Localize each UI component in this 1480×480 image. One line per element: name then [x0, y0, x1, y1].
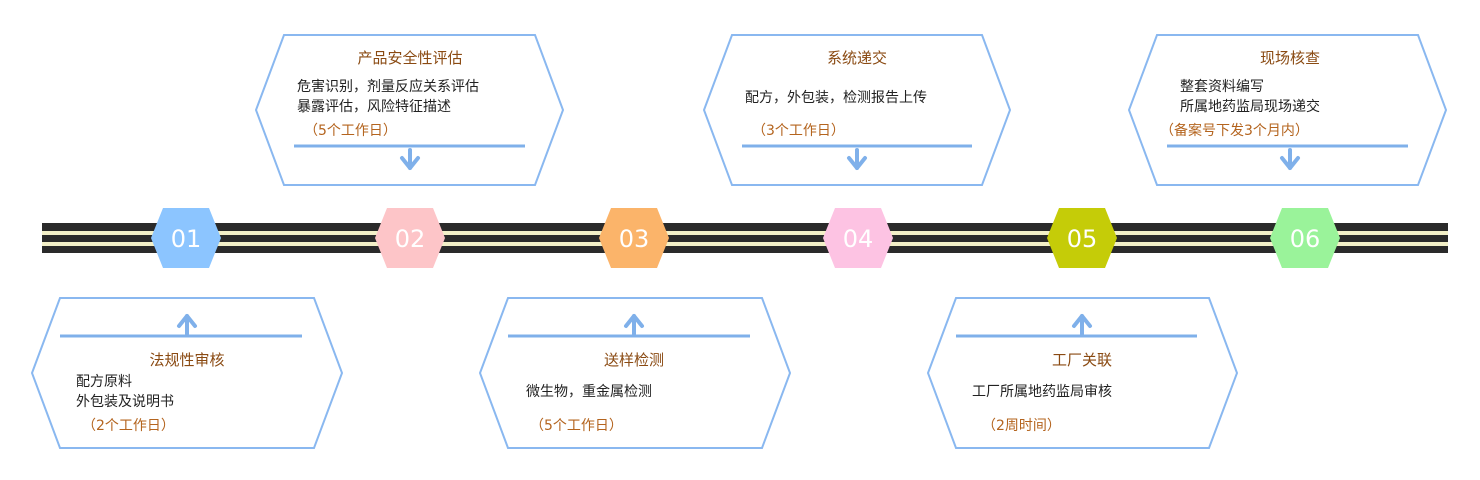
step-node-05: 05	[1047, 208, 1117, 268]
card-description: 配方，外包装，检测报告上传	[745, 90, 927, 106]
track-light-stripe	[42, 242, 1448, 246]
step-node-01: 01	[151, 208, 221, 268]
step-node-hexagon	[1047, 208, 1117, 268]
card-duration-note: （2个工作日）	[82, 418, 175, 434]
card-description: 整套资料编写	[1180, 79, 1264, 95]
step-node-06: 06	[1270, 208, 1340, 268]
step-node-03: 03	[599, 208, 669, 268]
card-duration-note: （2周时间）	[982, 418, 1061, 434]
step-node-02: 02	[375, 208, 445, 268]
card-description: 危害识别，剂量反应关系评估	[297, 78, 479, 95]
step-node-number: 04	[843, 225, 874, 253]
card-title: 法规性审核	[149, 351, 224, 369]
step-node-hexagon	[823, 208, 893, 268]
card-description: 外包装及说明书	[76, 394, 174, 410]
step-node-number: 03	[619, 225, 650, 253]
card-duration-note: （5个工作日）	[530, 418, 623, 434]
card-title: 工厂关联	[1052, 351, 1112, 369]
step-node-hexagon	[599, 208, 669, 268]
timeline-nodes: 01 02 03 04 05 06	[151, 208, 1340, 268]
card-description: 工厂所属地药监局审核	[972, 384, 1112, 400]
step-node-hexagon	[1270, 208, 1340, 268]
step-node-04: 04	[823, 208, 893, 268]
card-description: 微生物，重金属检测	[526, 384, 652, 400]
card-duration-note: （备案号下发3个月内）	[1160, 122, 1309, 139]
timeline-track	[42, 223, 1448, 253]
card-title: 送样检测	[604, 351, 664, 369]
step-node-number: 06	[1290, 225, 1321, 253]
card-title: 系统递交	[827, 49, 887, 67]
track-light-stripe	[42, 231, 1448, 235]
card-duration-note: （3个工作日）	[752, 123, 845, 139]
step-node-number: 02	[395, 225, 426, 253]
track-dark-band	[42, 223, 1448, 253]
step-node-hexagon	[375, 208, 445, 268]
card-description: 暴露评估，风险特征描述	[297, 99, 451, 115]
step-node-hexagon	[151, 208, 221, 268]
step-node-number: 05	[1067, 225, 1098, 253]
card-description: 配方原料	[76, 374, 132, 390]
card-title: 现场核查	[1260, 49, 1320, 67]
step-node-number: 01	[171, 225, 202, 253]
card-description: 所属地药监局现场递交	[1180, 98, 1320, 115]
card-duration-note: （5个工作日）	[304, 123, 397, 139]
card-title: 产品安全性评估	[357, 49, 462, 67]
